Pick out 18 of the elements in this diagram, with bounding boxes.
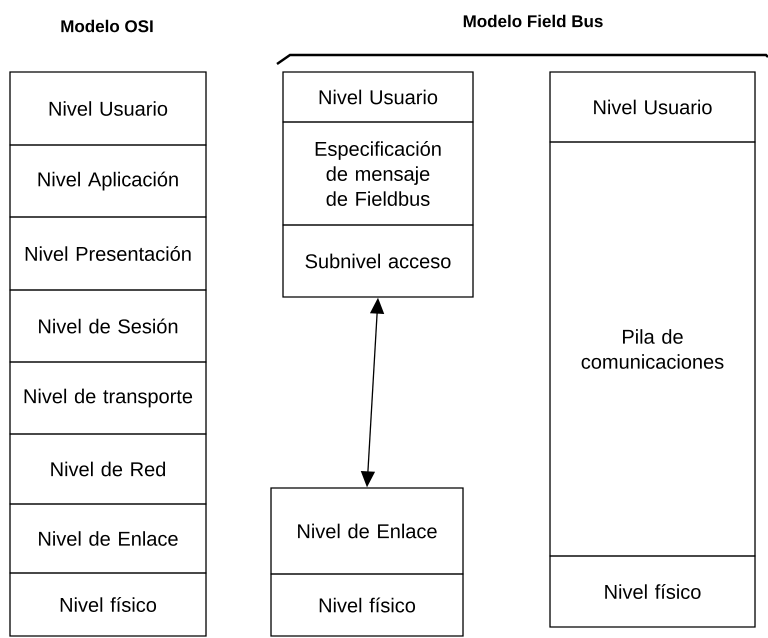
layer-box: Nivel Aplicación [9,144,207,218]
layer-box: Nivel físico [270,573,464,637]
layer-box: Pila de comunicaciones [549,141,756,557]
layer-box: Subnivel acceso [282,224,474,298]
heading: Modelo OSI [61,20,153,32]
layer-box: Nivel físico [549,555,756,628]
layer-box: Nivel de Sesión [9,289,207,363]
heading: Modelo Field Bus [464,14,603,28]
layer-box: Nivel de transporte [9,361,207,435]
layer-box: Nivel Usuario [549,71,756,143]
layer-box: Nivel de Enlace [9,503,207,574]
layer-box: Nivel de Enlace [270,487,464,575]
layer-box: Nivel físico [9,572,207,637]
layer-box: Nivel de Red [9,433,207,505]
layer-box: Nivel Presentación [9,216,207,291]
layer-box: Nivel Usuario [282,71,474,123]
layer-box: Nivel Usuario [9,71,207,146]
layer-box: Especificación de mensaje de Fieldbus [282,121,474,226]
